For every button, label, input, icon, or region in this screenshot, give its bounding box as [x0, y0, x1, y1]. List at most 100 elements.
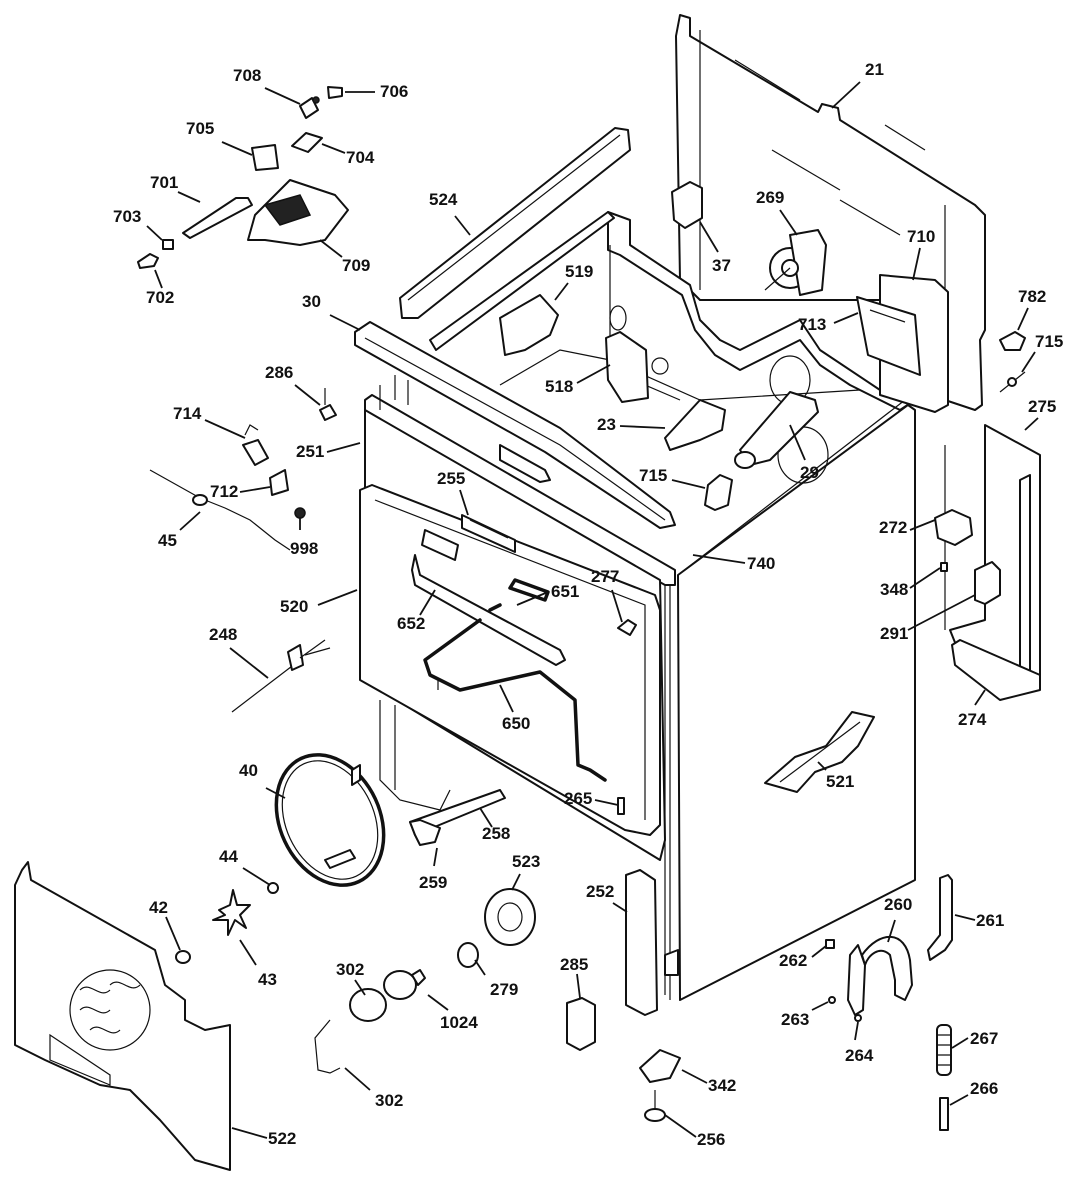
hinge-screw-leader-line: [811, 1001, 829, 1011]
latch-insulator-leader-line: [221, 141, 253, 156]
part-label-hinge-clip: 262: [779, 951, 807, 970]
part-label-rivet: 264: [845, 1046, 874, 1065]
fan-nut-shape: [267, 882, 279, 894]
light-bulb-leader-line: [427, 994, 449, 1011]
part-label-door-latch-assembly: 709: [342, 256, 370, 275]
fan-nut-leader-line: [242, 867, 271, 886]
hinge-clip-shape: [825, 939, 835, 949]
part-label-insulation-blanket: 23: [597, 415, 616, 434]
hinge-shape: [927, 874, 953, 961]
side-decal-shape: [764, 711, 875, 793]
cooling-fan-motor-leader-line: [779, 209, 798, 236]
part-label-hinge-arm: 260: [884, 895, 912, 914]
bottom-bracket-shape: [951, 639, 1041, 701]
socket-bracket-leader-line: [239, 486, 271, 493]
part-label-element-clip: 265: [564, 789, 592, 808]
light-housing-leader-line: [511, 873, 521, 891]
latch-cover-leader-line: [833, 312, 859, 324]
part-label-bottom-rail: 258: [482, 824, 510, 843]
part-label-element-support: 277: [591, 567, 619, 586]
fan-cover-shape: [14, 861, 231, 1171]
part-label-lens-retainer: 302: [375, 1091, 403, 1110]
spring-pin-shape: [939, 1097, 949, 1131]
leveling-bracket-leader-line: [681, 1069, 708, 1084]
light-socket-clip-leader-line: [294, 384, 321, 406]
part-label-rail-clip: 259: [419, 873, 447, 892]
back-panel-leader-line: [831, 81, 861, 109]
element-clip-leader-line: [594, 799, 619, 806]
handle-spacer-leader-line: [146, 225, 163, 241]
oven-liner-leader-line: [317, 589, 358, 606]
top-rear-channel-leader-line: [454, 215, 471, 236]
part-label-latch-cover: 713: [798, 315, 826, 334]
fan-cover-leader-line: [231, 1127, 268, 1139]
bake-element-leader-line: [499, 684, 514, 713]
part-label-cooling-fan-motor: 269: [756, 188, 784, 207]
hinge-arm-leader-line: [887, 919, 896, 943]
part-label-handle-knob: 702: [146, 288, 174, 307]
latch-clip-shape: [327, 86, 343, 99]
front-frame-channel-shape: [354, 321, 676, 529]
light-lens-leader-line: [354, 979, 366, 996]
cooling-fan-motor-shape: [764, 229, 827, 296]
insulation-blanket-leader-line: [619, 425, 666, 429]
part-label-broil-element: 651: [551, 582, 579, 601]
terminal-block-leader-line: [909, 519, 936, 531]
element-clip-shape: [617, 797, 625, 815]
part-label-front-frame-channel: 30: [302, 292, 321, 311]
part-label-nut: 998: [290, 539, 318, 558]
part-label-fan-spacer: 42: [149, 898, 168, 917]
light-socket-leader-line: [204, 419, 246, 439]
temperature-sensor-shape: [149, 469, 291, 551]
fan-blade-leader-line: [239, 939, 257, 966]
duct-assembly-leader-line: [789, 424, 806, 461]
rail-clip-leader-line: [433, 847, 438, 867]
part-labels: 7087067057047017037027095243051951821372…: [113, 60, 1063, 1149]
latch-plate-shape: [291, 132, 323, 153]
part-label-wire-harness-rear: 715: [1035, 332, 1063, 351]
part-label-hinge-receiver: 252: [586, 882, 614, 901]
side-panel-leader-line: [817, 761, 827, 771]
bottom-rail-shape: [409, 789, 506, 846]
part-label-top-rear-channel: 524: [429, 190, 458, 209]
element-support-shape: [617, 619, 637, 636]
wire-harness-rear-shape: [999, 371, 1026, 393]
top-rear-channel-shape: [399, 127, 631, 351]
wire-harness-front-shape: [704, 474, 733, 511]
connector-block-leader-line: [1017, 307, 1029, 331]
clip-shape: [940, 562, 948, 572]
part-label-latch-clip: 706: [380, 82, 408, 101]
connector-block-shape: [999, 331, 1026, 351]
handle-knob-shape: [137, 253, 159, 269]
latch-handle-leader-line: [177, 191, 201, 203]
part-label-oven-sensor-probe: 248: [209, 625, 237, 644]
wire-harness-front-leader-line: [671, 479, 706, 489]
hinge-receiver-shape: [625, 869, 658, 1016]
hinge-leader-line: [954, 914, 976, 921]
light-bulb-shape: [383, 969, 426, 1000]
side-wrapper-leader-line: [1024, 417, 1039, 431]
hinge-arm-shape: [847, 935, 913, 1016]
part-label-latch-plate: 704: [346, 148, 375, 167]
part-label-terminal-block: 272: [879, 518, 907, 537]
latch-plate-leader-line: [321, 143, 346, 154]
part-label-spring-pin: 266: [970, 1079, 998, 1098]
lens-retainer-shape: [314, 1019, 341, 1074]
leveling-leg-leader-line: [664, 1114, 697, 1138]
part-label-light-bulb: 1024: [440, 1013, 478, 1032]
part-label-latch-handle: 701: [150, 173, 178, 192]
thermal-cutout-shape: [671, 181, 703, 229]
part-label-hinge-screw: 263: [781, 1010, 809, 1029]
latch-switch-shape: [299, 96, 320, 119]
light-socket-clip-shape: [319, 388, 337, 421]
broil-bracket-shape: [411, 554, 566, 666]
lamp-socket-leader-line: [474, 959, 486, 976]
hinge-clip-leader-line: [811, 945, 827, 958]
latch-insulator-shape: [251, 144, 279, 171]
part-label-handle-spacer: 703: [113, 207, 141, 226]
cover-shape: [566, 997, 596, 1051]
cover-leader-line: [576, 973, 581, 999]
duct-assembly-shape: [734, 391, 819, 469]
part-label-side-panel: 521: [826, 772, 854, 791]
part-label-temperature-sensor: 45: [158, 531, 177, 550]
